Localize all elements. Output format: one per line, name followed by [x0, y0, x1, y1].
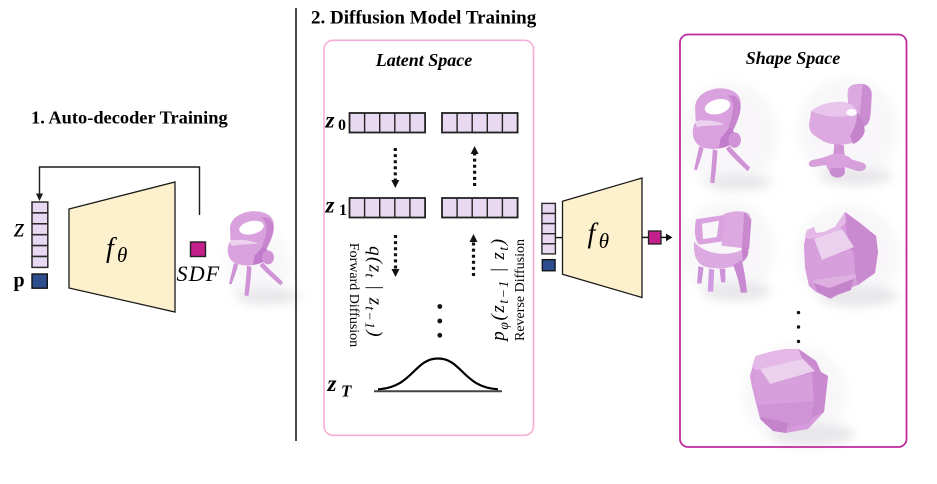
svg-text:Latent Space: Latent Space	[375, 50, 473, 70]
svg-text:Forward Diffusion: Forward Diffusion	[346, 243, 361, 347]
svg-text:z: z	[327, 371, 337, 396]
svg-text:z: z	[325, 108, 335, 133]
svg-text:θ: θ	[117, 243, 127, 267]
svg-text:p: p	[14, 270, 25, 292]
svg-text:1. Auto-decoder Training: 1. Auto-decoder Training	[31, 108, 228, 128]
svg-text:z: z	[325, 193, 335, 218]
svg-text:θ: θ	[599, 229, 609, 253]
svg-text:Shape Space: Shape Space	[746, 48, 841, 68]
svg-text:2. Diffusion Model Training: 2. Diffusion Model Training	[311, 8, 537, 29]
svg-text:pφ(zt−1 | zt): pφ(zt−1 | zt)	[488, 237, 511, 342]
svg-text:Reverse Diffusion: Reverse Diffusion	[513, 239, 528, 341]
svg-text:q(zt | zt−1): q(zt | zt−1)	[363, 246, 386, 338]
svg-text:f: f	[588, 219, 599, 250]
svg-text:SDF: SDF	[177, 261, 221, 286]
svg-text:T: T	[341, 382, 352, 401]
svg-text:f: f	[106, 233, 117, 264]
svg-text:0: 0	[338, 117, 346, 134]
svg-text:z: z	[13, 213, 25, 243]
svg-text:1: 1	[339, 202, 347, 219]
